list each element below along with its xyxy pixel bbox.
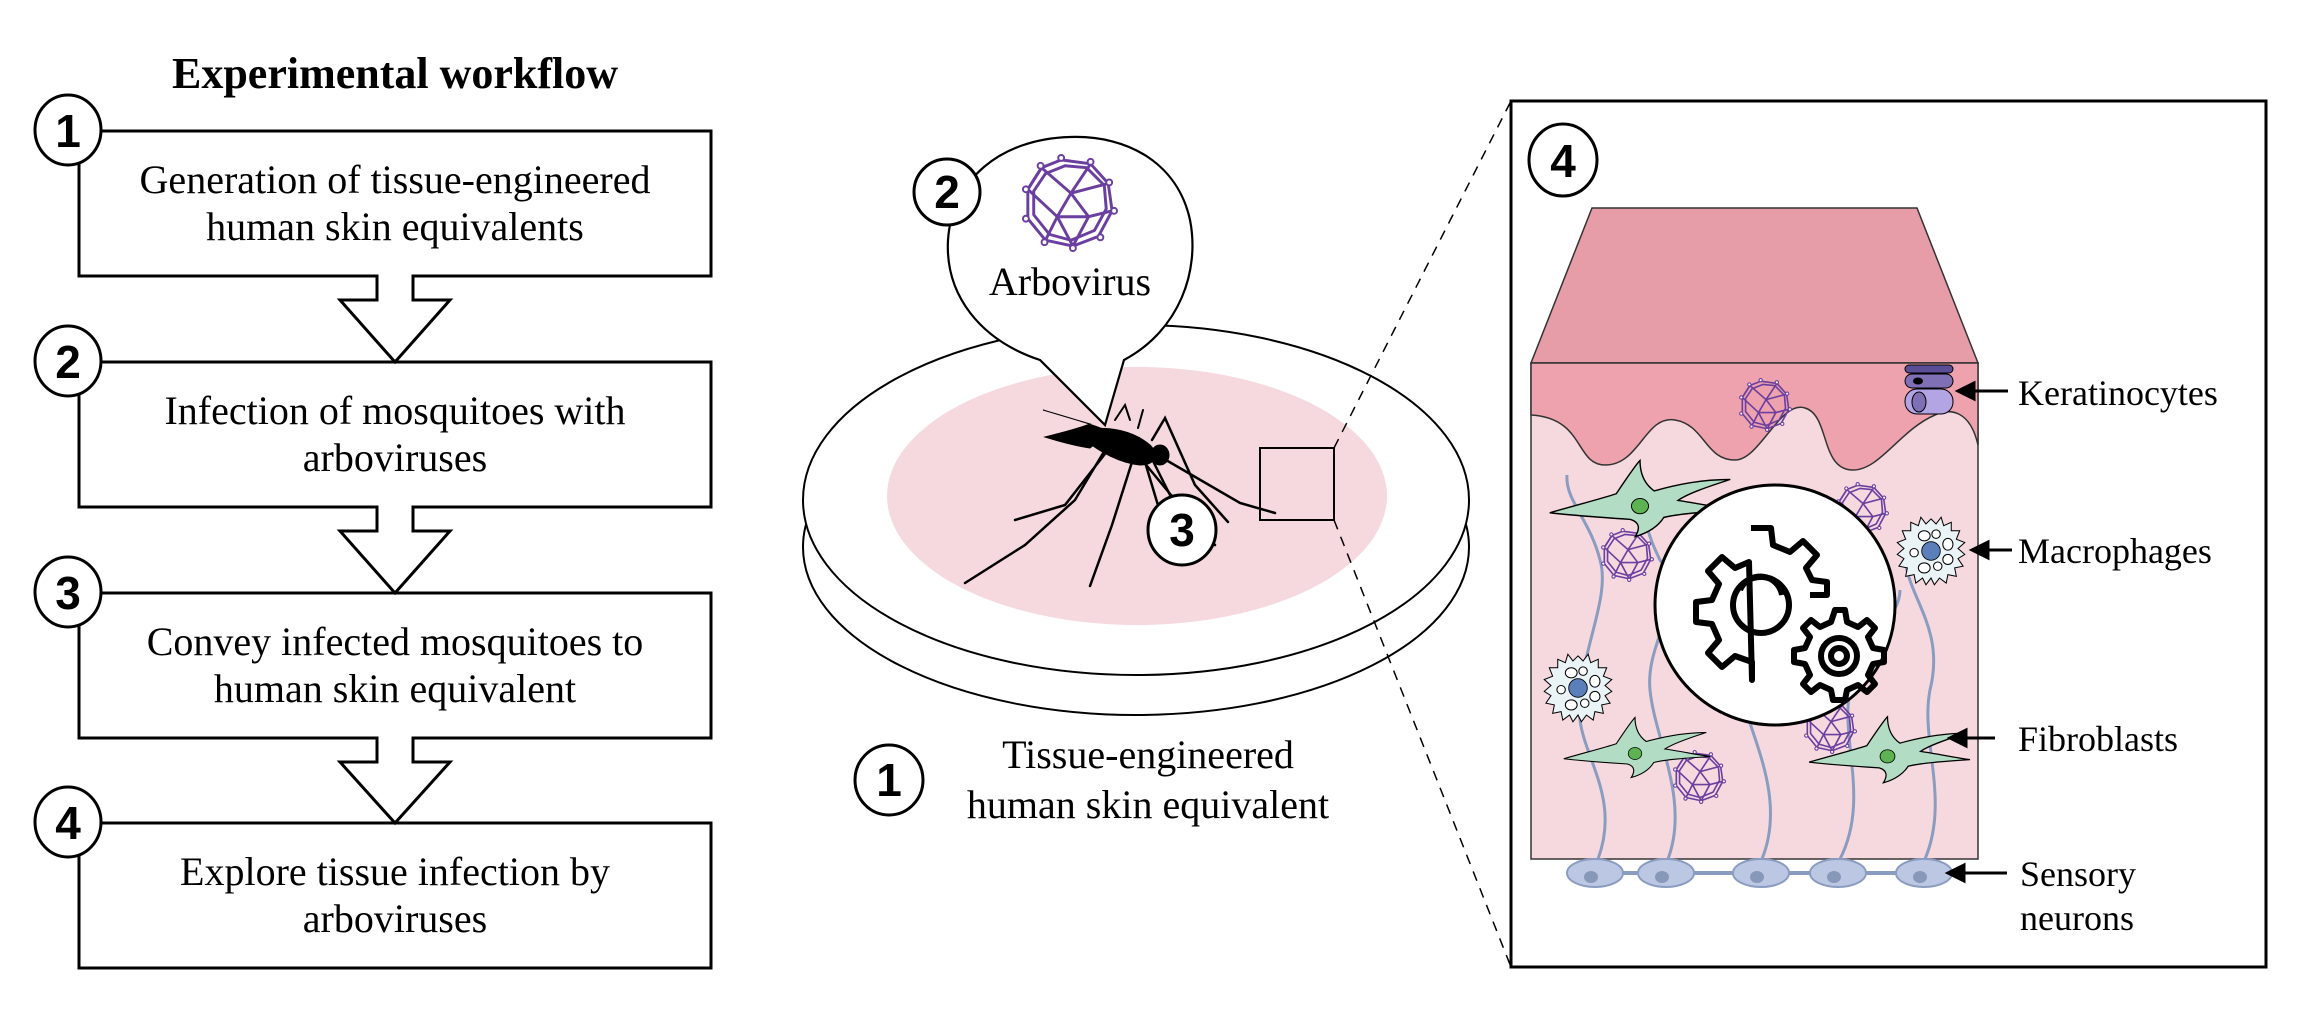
gears-process-icon	[1653, 483, 1897, 727]
label-keratinocytes: Keratinocytes	[2018, 373, 2218, 413]
label-sensory-neurons-line-1: Sensory	[2020, 854, 2136, 894]
dish-label-line-1: Tissue-engineered	[1002, 732, 1294, 777]
neuron-nucleus	[1913, 871, 1927, 883]
neuron-nucleus	[1750, 871, 1764, 883]
step-badge-4-detail: 4	[1527, 122, 1599, 198]
neuron-nucleus	[1584, 871, 1598, 883]
down-arrow-icon	[336, 507, 454, 596]
step-number: 1	[55, 105, 81, 157]
step-number-badge	[33, 93, 103, 167]
skin-surface	[1529, 207, 1980, 364]
zoom-leader-bottom	[1333, 519, 1512, 968]
step-number: 4	[55, 797, 81, 849]
workflow-step-text-line: human skin equivalents	[206, 204, 584, 249]
zoom-region-marker	[1259, 447, 1335, 521]
culture-dish	[802, 324, 1470, 716]
down-arrow-icon	[336, 276, 454, 365]
step-number-badge	[33, 324, 103, 398]
workflow-step-box	[77, 821, 713, 970]
step-number-badge	[33, 555, 103, 629]
svg-text:2: 2	[934, 166, 960, 218]
workflow-step-text-line: Generation of tissue-engineered	[140, 157, 651, 202]
step-number: 2	[55, 336, 81, 388]
dish-label-line-2: human skin equivalent	[967, 782, 1329, 827]
workflow-arrows	[336, 274, 454, 826]
svg-text:4: 4	[1550, 135, 1576, 187]
neuron-nucleus	[1827, 871, 1841, 883]
label-macrophages: Macrophages	[2018, 531, 2212, 571]
arbovirus-bubble: Arbovirus	[946, 135, 1194, 428]
workflow-step-text-line: Infection of mosquitoes with	[164, 388, 625, 433]
sensory-neurons	[1566, 858, 1953, 888]
workflow-step-text-line: Explore tissue infection by	[180, 849, 610, 894]
step-number: 3	[55, 567, 81, 619]
svg-text:3: 3	[1169, 504, 1195, 556]
workflow-step-text-line: arboviruses	[303, 435, 487, 480]
label-fibroblasts: Fibroblasts	[2018, 719, 2178, 759]
label-arrows	[1944, 380, 2012, 884]
step-number-badge	[33, 785, 103, 859]
workflow-step-text-line: arboviruses	[303, 896, 487, 941]
skin-equivalent-tissue	[887, 367, 1387, 625]
arrow-joint	[378, 505, 412, 511]
workflow-title: Experimental workflow	[172, 49, 618, 98]
keratinocytes-cells	[1904, 364, 1954, 415]
workflow-step-text-line: Convey infected mosquitoes to	[147, 619, 644, 664]
down-arrow-icon	[336, 738, 454, 826]
step-badge-3: 3	[1146, 493, 1218, 567]
label-sensory-neurons-line-2: neurons	[2020, 898, 2134, 938]
epidermis-layer	[1530, 362, 1979, 471]
svg-text:1: 1	[876, 754, 902, 806]
zoom-leader-top	[1333, 100, 1512, 449]
arrow-joint	[378, 736, 412, 742]
arbovirus-label: Arbovirus	[989, 259, 1151, 304]
neuron-nucleus	[1655, 871, 1669, 883]
step-badge-1: 1	[853, 743, 925, 817]
workflow-step-box	[77, 129, 713, 278]
step-badge-2: 2	[912, 157, 982, 227]
arrow-joint	[378, 274, 412, 280]
workflow-step-text-line: human skin equivalent	[214, 666, 576, 711]
